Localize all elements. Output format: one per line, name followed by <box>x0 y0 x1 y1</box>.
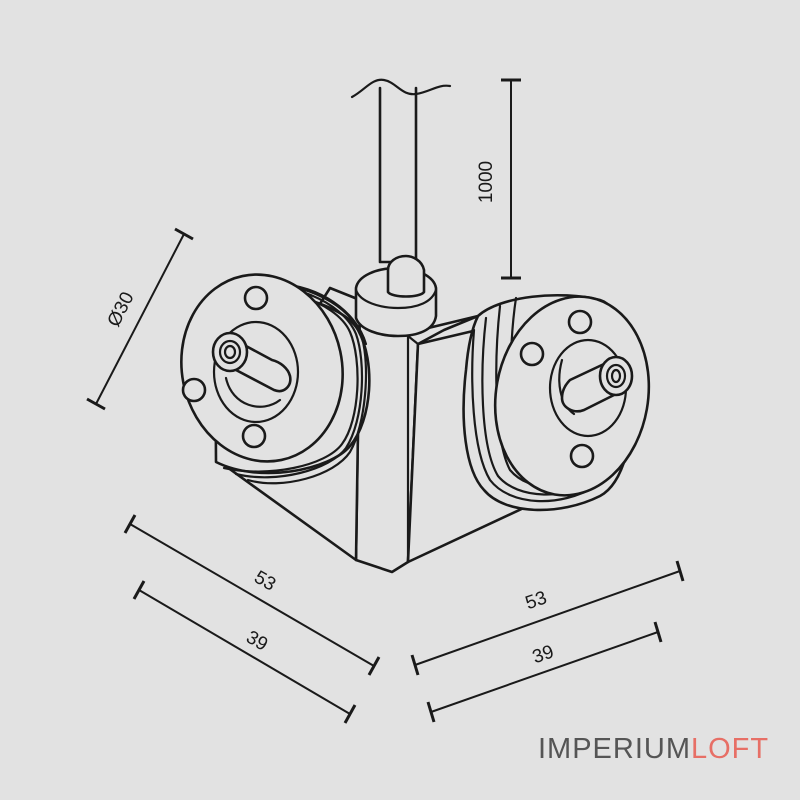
cable-length-dimension: 1000 <box>476 78 521 280</box>
left-inner-label: 39 <box>242 627 271 656</box>
right-overall-label: 53 <box>523 587 550 614</box>
brand-logo: IMPERIUMLOFT <box>538 733 769 766</box>
right-socket <box>462 293 651 512</box>
cable <box>350 78 452 264</box>
diameter-label: Ø30 <box>104 289 139 331</box>
brand-logo-part2: LOFT <box>691 733 770 765</box>
diameter-dimension: Ø30 <box>86 227 194 411</box>
cable-entry <box>354 254 438 338</box>
right-inner-dimension: 39 <box>426 621 663 723</box>
left-socket <box>180 273 371 485</box>
brand-logo-part1: IMPERIUM <box>538 733 691 765</box>
right-inner-label: 39 <box>530 641 557 668</box>
left-overall-label: 53 <box>250 567 279 596</box>
cable-length-label: 1000 <box>476 161 497 203</box>
left-inner-dimension: 39 <box>132 580 357 724</box>
